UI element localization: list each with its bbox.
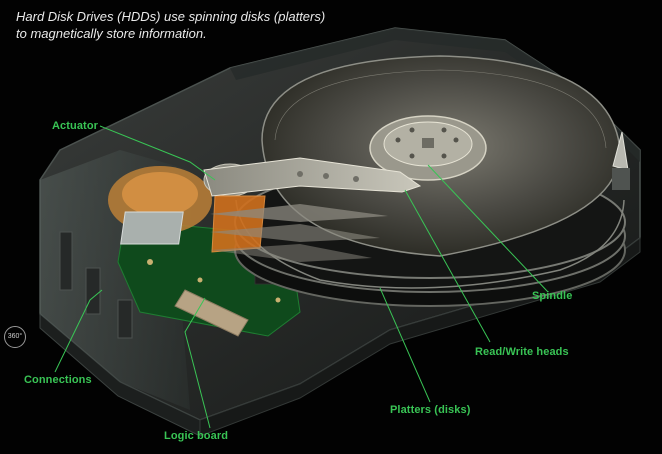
leader-line-logic-board <box>184 297 211 429</box>
leader-line-read-write-heads <box>404 189 491 343</box>
rotate-360-button[interactable]: 360° <box>4 326 26 348</box>
leader-lines <box>54 125 549 429</box>
leader-line-actuator <box>99 125 216 181</box>
platters-stack <box>234 55 626 307</box>
intro-line-2: to magnetically store information. <box>16 26 207 41</box>
label-spindle: Spindle <box>532 290 573 302</box>
label-platters: Platters (disks) <box>390 404 471 416</box>
label-actuator: Actuator <box>52 120 99 132</box>
actuator-assembly <box>108 157 422 262</box>
leader-line-platters <box>379 287 431 403</box>
intro-caption: Hard Disk Drives (HDDs) use spinning dis… <box>16 8 325 42</box>
label-read-write-heads: Read/Write heads <box>475 346 569 358</box>
intro-line-1: Hard Disk Drives (HDDs) use spinning dis… <box>16 9 326 24</box>
spindle-hub <box>369 115 487 181</box>
label-connections: Connections <box>24 374 92 386</box>
label-logic-board: Logic board <box>164 430 229 442</box>
connector-pins <box>59 231 133 339</box>
leader-line-spindle <box>427 164 549 293</box>
leader-line-connections <box>54 289 103 373</box>
ramp-pin <box>612 131 630 190</box>
